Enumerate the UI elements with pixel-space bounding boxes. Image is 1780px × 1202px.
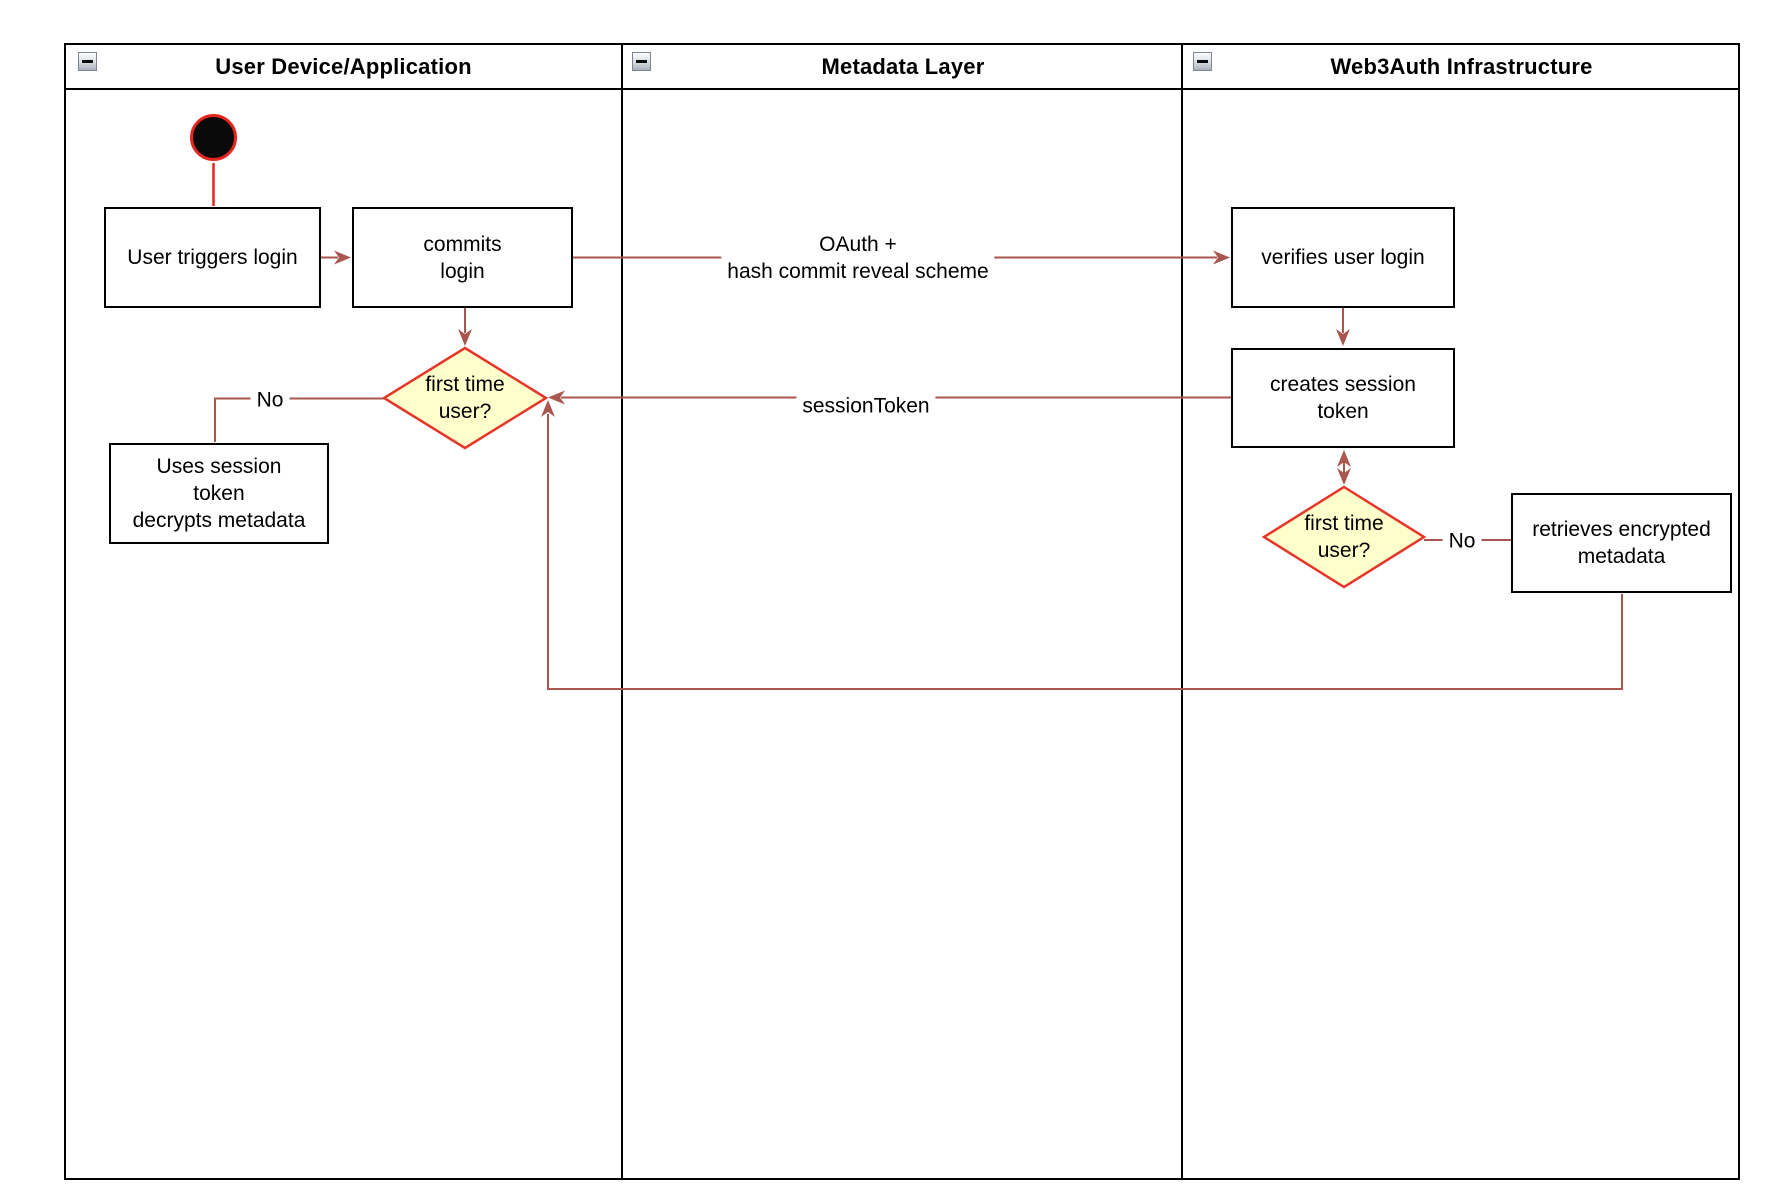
arrowhead-right-icon: [334, 250, 351, 265]
arrowhead-right-icon: [1213, 250, 1230, 265]
arrowhead-down-icon: [1336, 329, 1350, 346]
lane-title-user-device: User Device/Application: [215, 54, 472, 79]
minus-icon: [1197, 60, 1208, 63]
lane-divider-1: [621, 43, 623, 1180]
activity-commits-login[interactable]: commits login: [352, 207, 573, 308]
activity-user-triggers-login[interactable]: User triggers login: [104, 207, 321, 308]
arrowhead-up-icon: [541, 400, 555, 417]
arrowhead-left-icon: [548, 390, 565, 405]
activity-retrieves-encrypted-metadata[interactable]: retrieves encrypted metadata: [1511, 493, 1732, 593]
initial-node[interactable]: [190, 114, 237, 161]
activity-verifies-user-login[interactable]: verifies user login: [1231, 207, 1455, 308]
edge-no-1: [214, 397, 384, 442]
collapse-minus-icon[interactable]: [632, 52, 651, 71]
decision-label-first-time-user-1: first time user?: [425, 373, 505, 423]
lane-header-divider: [64, 88, 1740, 90]
minus-icon: [82, 60, 93, 63]
diagram-frame: [64, 43, 1740, 1180]
arrowhead-down-icon: [1337, 468, 1351, 485]
arrowhead-down-icon: [458, 329, 472, 346]
decision-label-first-time-user-2: first time user?: [1304, 512, 1384, 562]
arrowhead-up-icon: [1337, 450, 1351, 467]
edge-feedback-loop: [547, 414, 1623, 690]
edge-label-session-token: sessionToken: [796, 391, 936, 421]
edge-label-oauth: OAuth + hash commit reveal scheme: [721, 230, 995, 286]
decision-first-time-user-1[interactable]: [381, 346, 549, 450]
edge-label-no-1: No: [250, 385, 290, 415]
lane-title-metadata-layer: Metadata Layer: [821, 54, 985, 79]
activity-uses-session-token[interactable]: Uses session token decrypts metadata: [109, 443, 329, 544]
decision-first-time-user-2[interactable]: [1261, 485, 1427, 589]
minus-icon: [636, 60, 647, 63]
edge-label-no-2: No: [1442, 526, 1482, 556]
activity-creates-session-token[interactable]: creates session token: [1231, 348, 1455, 448]
collapse-minus-icon[interactable]: [1193, 52, 1212, 71]
lane-divider-2: [1181, 43, 1183, 1180]
lane-title-web3auth-infra: Web3Auth Infrastructure: [1330, 54, 1593, 79]
collapse-minus-icon[interactable]: [78, 52, 97, 71]
